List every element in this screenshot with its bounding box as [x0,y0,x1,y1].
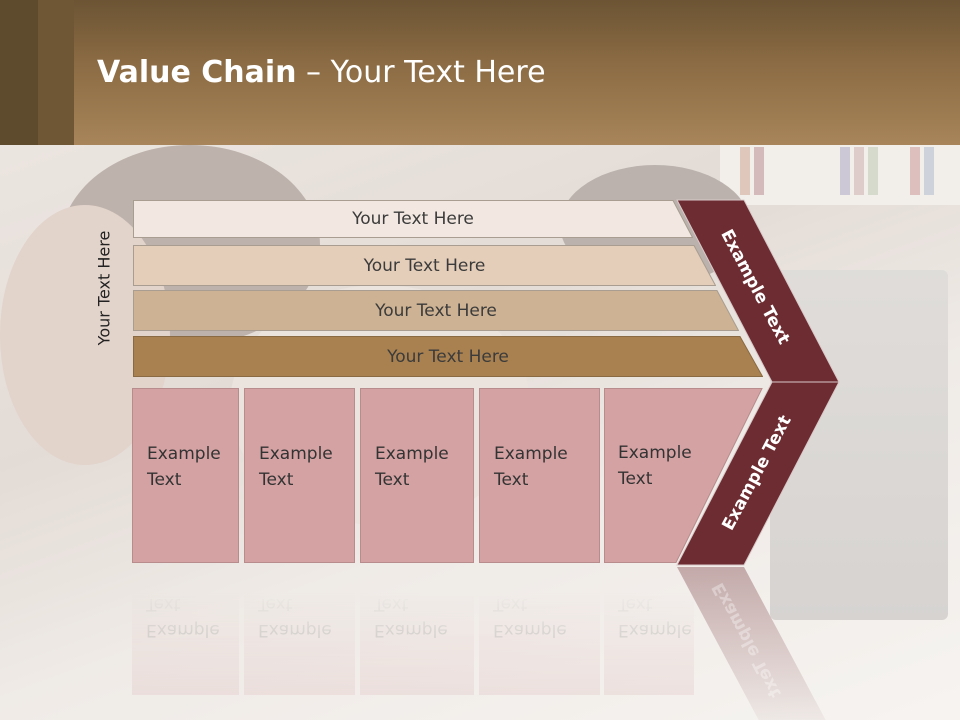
reflection-text: Example [258,620,332,640]
box-text-line2: Text [494,470,529,490]
box-reflection: Example Text [479,565,600,695]
slide-header: Value Chain – Your Text Here [0,0,960,145]
box-reflection: Example Text [604,565,694,695]
activity-box[interactable]: Example Text [604,388,764,563]
reflection-text: Example [618,620,692,640]
box-text-line1: Example [147,444,221,464]
reflection-text: Text [374,594,409,614]
header-accent-strip [0,0,38,145]
box-text-line2: Text [147,470,182,490]
activity-box[interactable]: Example Text [244,388,355,563]
box-reflection: Example Text [360,565,474,695]
bar-label: Your Text Here [375,300,497,321]
slide-title-bold: Value Chain [97,55,297,90]
bar-label: Your Text Here [363,255,486,276]
slide-title-rest: – Your Text Here [296,55,546,90]
chevron-reflection [677,567,826,720]
reflection-text: Example [146,620,220,640]
bar-shape [133,200,693,238]
box-reflection: Example Text [244,565,355,695]
box-text-line1: Example [375,444,449,464]
reflection-text: Text [493,594,528,614]
activity-box[interactable]: Example Text [479,388,600,563]
reflection-text: Text [258,594,293,614]
box-text-line1: Example [259,444,333,464]
activity-box[interactable]: Example Text [132,388,239,563]
activity-box[interactable]: Example Text [360,388,474,563]
bookshelf [720,145,960,205]
box-text-line2: Text [259,470,294,490]
reflection-text: Example [374,620,448,640]
bar-label: Your Text Here [387,346,509,367]
value-bar[interactable]: Your Text Here [133,290,739,331]
reflection-text: Example [493,620,567,640]
reflection-text: Text [146,594,181,614]
box-text-line1: Example [494,444,568,464]
bar-label: Your Text Here [352,209,474,229]
slide-title[interactable]: Value Chain – Your Text Here [97,55,546,90]
bar-shape [133,336,763,377]
box-text-line2: Text [618,469,653,489]
bar-shape [133,290,739,331]
reflection-text: Text [618,594,653,614]
box-shape [604,388,763,563]
value-bar[interactable]: Your Text Here [133,336,763,377]
box-text-line1: Example [618,443,692,463]
value-bar[interactable]: Your Text Here [133,200,693,238]
header-accent-strip [38,0,74,145]
value-bar[interactable]: Your Text Here [133,245,716,286]
box-text-line2: Text [375,470,410,490]
box-reflection: Example Text [132,565,239,695]
bar-shape [133,245,716,286]
chevron-lower-arm[interactable] [676,381,840,566]
